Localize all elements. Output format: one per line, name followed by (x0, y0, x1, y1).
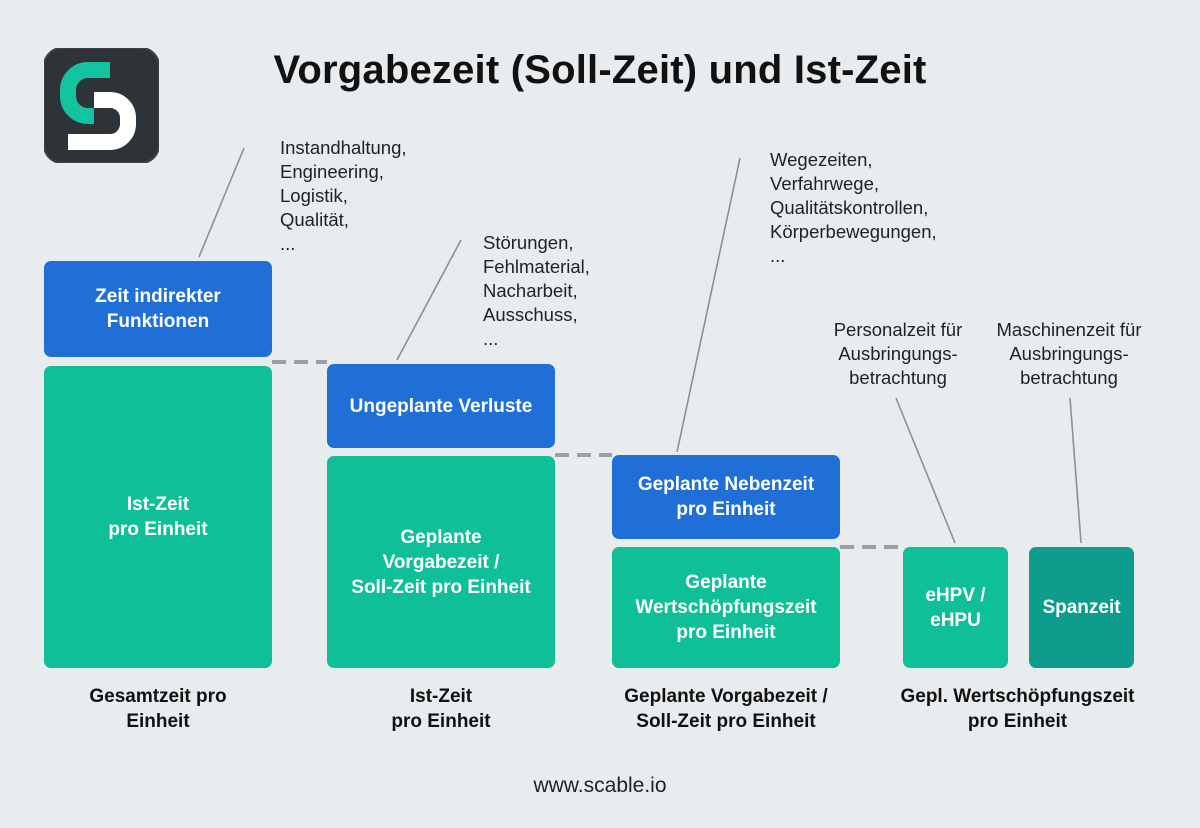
box-unplanned-losses: Ungeplante Verluste (327, 364, 555, 448)
caption-planned-standard-time: Geplante Vorgabezeit / Soll-Zeit pro Ein… (624, 686, 828, 732)
note-secondary-times: Wegezeiten, Verfahrwege, Qualitätskontro… (770, 149, 937, 266)
pointer-line-secondary (676, 157, 741, 453)
pointer-line-indirect (198, 147, 245, 258)
note-personnel-time: Personalzeit für Ausbringungs- betrachtu… (833, 319, 963, 388)
box-actual-time: Ist-Zeit pro Einheit (44, 366, 272, 668)
pointer-line-spanzeit (1069, 397, 1082, 544)
box-planned-value-add-time: Geplante Wertschöpfungszeit pro Einheit (612, 547, 840, 668)
caption-total-time: Gesamtzeit pro Einheit (89, 686, 227, 732)
box-planned-standard-time: Geplante Vorgabezeit / Soll-Zeit pro Ein… (327, 456, 555, 668)
caption-actual-time: Ist-Zeit pro Einheit (391, 686, 491, 732)
box-planned-secondary-time: Geplante Nebenzeit pro Einheit (612, 455, 840, 539)
caption-planned-value-add-time: Gepl. Wertschöpfungszeit pro Einheit (900, 686, 1135, 732)
box-spanzeit: Spanzeit (1029, 547, 1134, 668)
note-machine-time: Maschinenzeit für Ausbringungs- betracht… (996, 319, 1142, 388)
note-unplanned-losses: Störungen, Fehlmaterial, Nacharbeit, Aus… (483, 232, 590, 349)
note-indirect-functions: Instandhaltung, Engineering, Logistik, Q… (280, 137, 407, 254)
footer-url: www.scable.io (533, 774, 667, 797)
page-title: Vorgabezeit (Soll-Zeit) und Ist-Zeit (273, 48, 927, 92)
pointer-line-losses (396, 239, 462, 361)
pointer-line-ehpv (895, 397, 956, 544)
box-indirect-functions: Zeit indirekter Funktionen (44, 261, 272, 357)
box-ehpv-ehpu: eHPV / eHPU (903, 547, 1008, 668)
scable-logo-icon (44, 48, 159, 163)
